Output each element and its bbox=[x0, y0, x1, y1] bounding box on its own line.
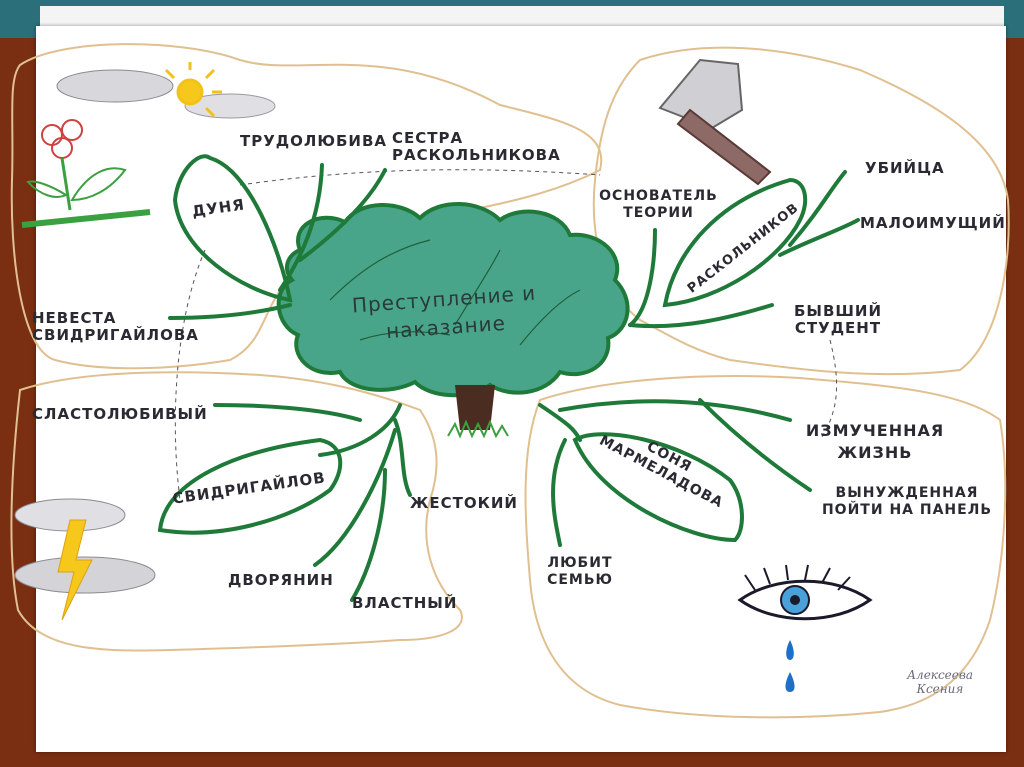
dunya-branch-3 bbox=[168, 303, 292, 320]
raskolnikov-trait-founder: Основатель теории bbox=[599, 188, 718, 221]
raskolnikov-branch-2 bbox=[788, 170, 847, 247]
sonya-trait-loves-family: Любит семью bbox=[547, 555, 613, 588]
flower-petal-1 bbox=[41, 124, 63, 146]
crown-line-2 bbox=[454, 249, 501, 326]
sun-ray-4 bbox=[164, 68, 176, 80]
raskolnikov-branch-4 bbox=[628, 303, 774, 329]
dunya-trait-hardworking: Трудолюбива bbox=[240, 132, 387, 150]
axe-blade bbox=[658, 58, 744, 130]
crown-line-3 bbox=[519, 289, 581, 346]
flower-grass bbox=[21, 209, 151, 228]
cloud-icon bbox=[56, 69, 276, 119]
flower-icon bbox=[21, 119, 151, 228]
raskolnikov-trait-murderer: Убийца bbox=[865, 159, 945, 177]
flower-leaf-left bbox=[26, 180, 69, 198]
eye-icon bbox=[737, 564, 873, 621]
svidrigailov-branch-4 bbox=[313, 428, 397, 567]
sonya-trait-forced: Вынужденная пойти на панель bbox=[821, 485, 993, 518]
tree-crown bbox=[276, 202, 630, 398]
dunya-branch-2 bbox=[298, 168, 387, 262]
axe-icon bbox=[658, 58, 772, 186]
dashed-connectors bbox=[174, 169, 837, 501]
tear-drop-2 bbox=[785, 672, 795, 692]
flower-leaf-right bbox=[70, 167, 127, 202]
dunya-branch-1 bbox=[278, 163, 324, 292]
axe-handle bbox=[676, 108, 772, 186]
dashed-connector-top bbox=[239, 169, 601, 186]
raskolnikov-leaf bbox=[662, 177, 808, 308]
raskolnikov-branch-3 bbox=[778, 218, 860, 257]
sun-disc bbox=[176, 78, 204, 106]
sonya-branch-2 bbox=[558, 399, 792, 422]
raskolnikov-branch-1 bbox=[628, 228, 657, 327]
raskolnikov-trait-former-student: Бывший студент bbox=[793, 302, 883, 337]
eye-lashes bbox=[744, 564, 851, 591]
flower-stem bbox=[60, 157, 72, 211]
dunya-trait-fiancee: Невеста Свидригайлова bbox=[32, 309, 199, 344]
svidrigailov-trait-domineering: Властный bbox=[352, 594, 458, 612]
svidrigailov-trait-cruel: Жестокий bbox=[410, 494, 518, 512]
svidrigailov-leaf bbox=[157, 437, 343, 535]
sonya-branch-3 bbox=[698, 398, 812, 492]
svidrigailov-branch-2 bbox=[213, 403, 362, 422]
svidrigailov-branch-1 bbox=[318, 403, 402, 457]
branches bbox=[157, 154, 860, 602]
svidrigailov-branch-3 bbox=[393, 418, 412, 497]
tear-drop-1 bbox=[786, 640, 794, 660]
sonya-trait-tormented-life: Измученная жизнь bbox=[805, 421, 945, 462]
dashed-connector-left bbox=[174, 249, 206, 501]
sun-ray-5 bbox=[204, 106, 216, 118]
sun-icon bbox=[164, 62, 222, 118]
svidrigailov-trait-voluptuous: Сластолюбивый bbox=[32, 405, 208, 423]
crown-inner-lines bbox=[329, 239, 581, 346]
storm-cloud-icon bbox=[14, 498, 156, 594]
region-bottom-right bbox=[524, 375, 1007, 719]
region-top-right bbox=[592, 46, 1010, 376]
eye-pupil bbox=[790, 595, 800, 605]
tree bbox=[276, 202, 630, 439]
sonya-branch-1 bbox=[538, 403, 582, 442]
dunya-leaf bbox=[172, 154, 293, 303]
lightning-icon bbox=[57, 519, 93, 621]
sonya-leaf bbox=[572, 432, 744, 543]
author-signature: Алексеева Ксения bbox=[906, 668, 974, 696]
cloud-puff-1 bbox=[56, 69, 174, 103]
flower-petal-3 bbox=[51, 137, 73, 159]
region-outlines bbox=[10, 43, 1010, 719]
crown-line-4 bbox=[359, 331, 451, 341]
svidrigailov-trait-nobleman: Дворянин bbox=[228, 571, 334, 589]
tree-trunk bbox=[455, 385, 495, 430]
crown-line-1 bbox=[329, 239, 431, 301]
sonya-branch-4 bbox=[551, 438, 567, 547]
cloud-puff-2 bbox=[184, 93, 276, 119]
region-bottom-left bbox=[10, 371, 463, 652]
sun-ray-2 bbox=[204, 68, 216, 80]
svidrigailov-branch-5 bbox=[350, 468, 387, 602]
tree-grass bbox=[447, 419, 509, 439]
flower-petal-2 bbox=[61, 119, 83, 141]
dunya-trait-sister: Сестра Раскольникова bbox=[392, 129, 561, 164]
tear-icon bbox=[785, 640, 795, 692]
raskolnikov-trait-poor: Малоимущий bbox=[860, 214, 1006, 232]
